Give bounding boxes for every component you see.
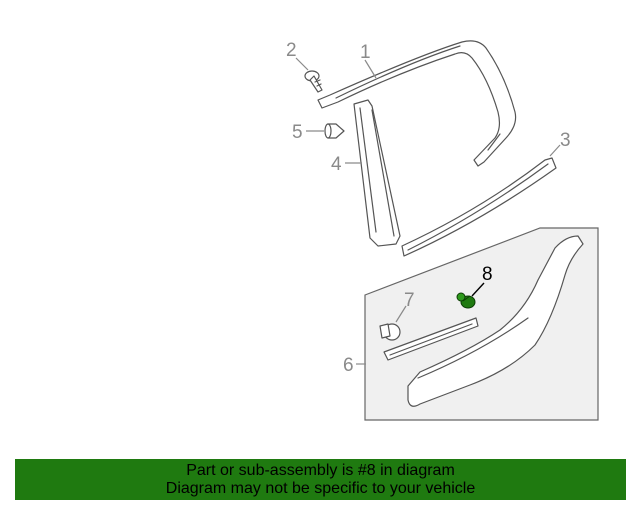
part-1-frame-molding[interactable] bbox=[317, 40, 517, 167]
part-8-clip-highlighted[interactable] bbox=[456, 292, 476, 309]
banner-line-disclaimer: Diagram may not be specific to your vehi… bbox=[165, 480, 476, 497]
callout-6: 6 bbox=[343, 355, 354, 376]
callout-1: 1 bbox=[360, 42, 371, 63]
callout-2: 2 bbox=[286, 40, 297, 61]
callout-8: 8 bbox=[482, 264, 493, 285]
part-3-belt-molding[interactable] bbox=[401, 157, 557, 257]
part-7-retainer-clip[interactable] bbox=[379, 323, 401, 341]
part-6-trim-panel-box[interactable] bbox=[364, 227, 599, 421]
leader-lines bbox=[295, 57, 561, 365]
banner-line-part-number: Part or sub-assembly is #8 in diagram bbox=[186, 462, 455, 479]
leader-3 bbox=[549, 144, 561, 157]
callout-3: 3 bbox=[560, 130, 571, 151]
callout-5: 5 bbox=[292, 122, 303, 143]
part-2-screw[interactable] bbox=[304, 70, 323, 93]
leader-1 bbox=[364, 59, 377, 79]
leader-8 bbox=[471, 282, 485, 297]
info-banner: Part or sub-assembly is #8 in diagram Di… bbox=[15, 459, 626, 500]
part-5-push-clip[interactable] bbox=[324, 123, 345, 139]
parts-diagram: 1 2 3 4 5 6 7 8 bbox=[286, 40, 599, 421]
leader-2 bbox=[295, 57, 309, 71]
leader-7 bbox=[395, 305, 407, 323]
callout-7: 7 bbox=[404, 290, 415, 311]
callout-4: 4 bbox=[331, 154, 342, 175]
part-4-pillar-applique[interactable] bbox=[353, 99, 401, 247]
